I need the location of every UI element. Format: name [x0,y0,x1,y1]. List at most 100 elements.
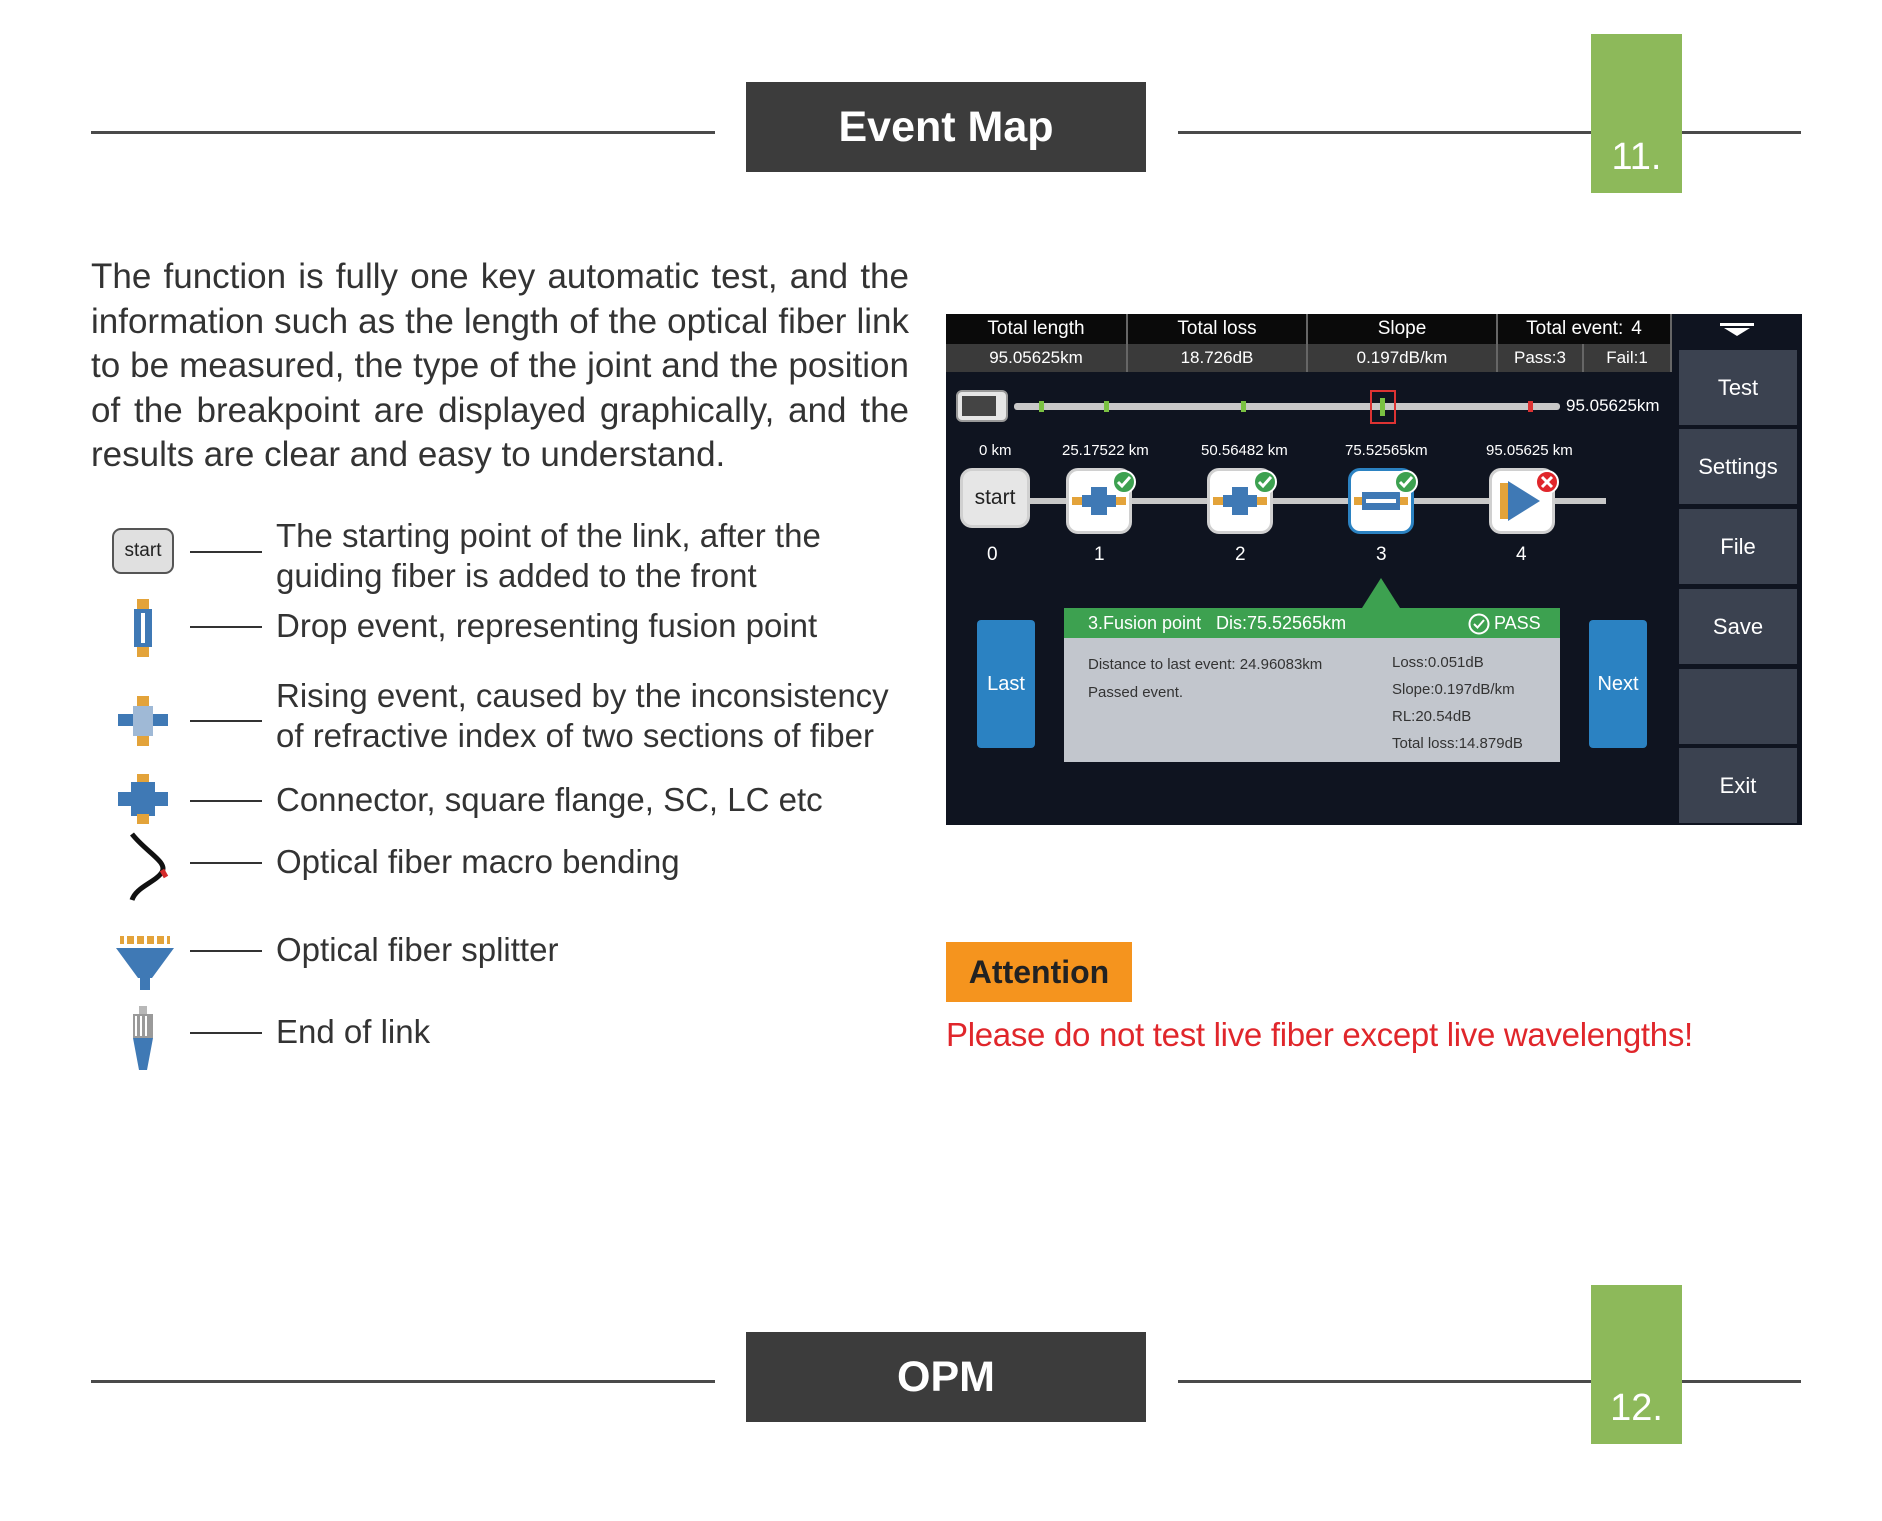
event-2-connector[interactable] [1207,468,1273,534]
menu-collapse-icon[interactable] [1672,314,1802,346]
legend-item-rising: Rising event, caused by the inconsistenc… [96,676,906,754]
legend-connector [190,862,262,864]
overview-marker-2 [1104,401,1109,412]
legend-connector [190,800,262,802]
total-length-value: 95.05625km [946,344,1128,372]
otdr-device-icon [956,390,1008,422]
distance-to-last: Distance to last event: 24.96083km [1088,656,1323,673]
next-section-title: OPM [746,1332,1146,1422]
pass-count: Pass:3 [1498,344,1584,372]
total-event-value: 4 [1631,318,1642,339]
menu-exit-button[interactable]: Exit [1679,748,1797,823]
legend-connector [190,1032,262,1034]
legend-item-fusion: Drop event, representing fusion point [96,596,906,666]
event-2-km: 50.56482 km [1201,442,1288,459]
event-1-km: 25.17522 km [1062,442,1149,459]
total-length-label: Total length [946,314,1128,344]
overview-marker-1 [1039,401,1044,412]
side-menu: Test Settings File Save Exit [1672,314,1802,825]
total-event: Total event: 4 [1498,314,1672,344]
event-slope: Slope:0.197dB/km [1392,681,1515,698]
event-0-number: 0 [987,544,998,565]
event-loss: Loss:0.051dB [1392,654,1484,671]
splitter-icon [116,936,174,990]
intro-paragraph: The function is fully one key automatic … [91,257,909,474]
connector-icon [1213,487,1267,515]
overview-cursor[interactable] [1370,390,1396,424]
overview-marker-3 [1241,401,1246,412]
legend-text: Rising event, caused by the inconsistenc… [276,677,889,754]
legend-connector [190,720,262,722]
overview-marker-fail [1528,401,1533,412]
link-fiber-line [1026,498,1606,504]
total-event-label: Total event: [1526,318,1624,339]
attention-label: Attention [946,942,1132,1002]
legend-text: Connector, square flange, SC, LC etc [276,781,823,818]
legend-text: Optical fiber macro bending [276,843,680,880]
end-of-link-icon [133,1006,153,1070]
slope-value: 0.197dB/km [1308,344,1498,372]
legend-item-start: start The starting point of the link, af… [96,516,906,594]
event-detail-title: 3.Fusion point [1088,613,1202,633]
connector-icon [1072,487,1126,515]
section-title: Event Map [746,82,1146,172]
pass-check-icon [1253,470,1277,494]
event-4-km: 95.05625 km [1486,442,1573,459]
total-loss-value: 18.726dB [1128,344,1308,372]
attention-message: Please do not test live fiber except liv… [946,1016,1693,1053]
page-number: 11. [1591,34,1682,193]
legend-text: End of link [276,1013,431,1050]
pass-check-icon [1112,470,1136,494]
event-detail-body: Distance to last event: 24.96083km Passe… [1064,638,1560,762]
next-button[interactable]: Next [1589,620,1647,748]
legend-connector [190,551,262,553]
slope-label: Slope [1308,314,1498,344]
menu-save-button[interactable]: Save [1679,589,1797,664]
pass-check-icon [1394,470,1418,494]
footer-rule-left [91,1380,715,1383]
menu-settings-button[interactable]: Settings [1679,429,1797,504]
event-detail-header: 3.Fusion point Dis:75.52565km PASS [1064,608,1560,638]
event-detail-status: PASS [1494,613,1541,633]
event-4-number: 4 [1516,544,1527,565]
legend-item-end: End of link [96,1000,906,1070]
fail-x-icon [1535,470,1559,494]
event-0-km: 0 km [979,442,1012,459]
start-icon-label: start [124,540,162,561]
event-2-number: 2 [1235,544,1246,565]
last-button[interactable]: Last [977,620,1035,748]
menu-empty-button[interactable] [1679,669,1797,744]
event-3-km: 75.52565km [1345,442,1428,459]
legend-text: Drop event, representing fusion point [276,607,818,644]
legend-connector [190,950,262,952]
rising-event-icon [118,696,168,746]
legend-text: Optical fiber splitter [276,931,559,968]
fusion-point-icon [1354,492,1408,510]
event-rl: RL:20.54dB [1392,708,1472,725]
fail-count: Fail:1 [1584,344,1672,372]
event-detail-distance: Dis:75.52565km [1216,613,1347,633]
next-page-number: 12. [1591,1285,1682,1444]
event-note: Passed event. [1088,684,1184,701]
event-start[interactable]: start [960,468,1030,528]
legend-item-connector: Connector, square flange, SC, LC etc [96,768,906,838]
event-start-label: start [974,486,1016,509]
menu-file-button[interactable]: File [1679,509,1797,584]
overview-length-label: 95.05625km [1566,396,1660,415]
macro-bend-icon [129,832,169,902]
header-rule-right [1178,131,1801,134]
fusion-point-icon [134,599,152,657]
pass-check-icon [1468,613,1490,635]
legend-text: The starting point of the link, after th… [276,517,821,594]
overview-fiber-bar [1014,403,1560,410]
selected-event-pointer [1362,578,1400,608]
start-icon: start [112,528,174,574]
total-loss-label: Total loss [1128,314,1308,344]
legend-item-splitter: Optical fiber splitter [96,924,906,994]
footer-rule-right [1178,1380,1801,1383]
legend-item-bend: Optical fiber macro bending [96,832,906,902]
event-total-loss: Total loss:14.879dB [1392,735,1523,752]
menu-test-button[interactable]: Test [1679,350,1797,425]
event-3-number: 3 [1376,544,1387,565]
event-map-screen: Total length Total loss Slope Total even… [946,314,1802,825]
